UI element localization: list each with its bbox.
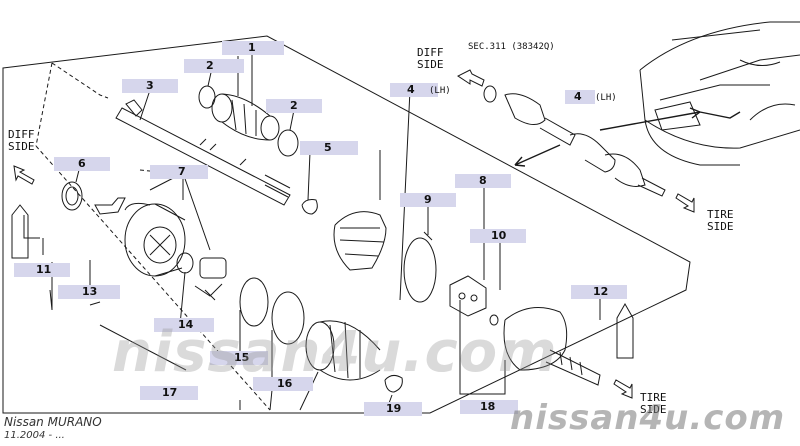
assembly-outline	[2, 35, 691, 414]
ring-15	[239, 277, 269, 327]
diff-arrow-left	[13, 165, 35, 185]
snap-ring-5	[301, 199, 318, 215]
diff-arrow-top	[457, 69, 485, 87]
callout-18[interactable]: 18	[460, 400, 518, 414]
section-reference: SEC.311 (38342Q)	[468, 42, 555, 52]
callout-11[interactable]: 11	[14, 263, 70, 277]
footer-model: Nissan MURANO	[4, 415, 102, 429]
callout-9[interactable]: 9	[400, 193, 456, 207]
direction-arrows	[13, 69, 695, 399]
grease-11	[11, 204, 29, 259]
boot-lower	[305, 320, 381, 381]
boot-9	[333, 211, 437, 303]
callout-14[interactable]: 14	[154, 318, 214, 332]
inner-race	[449, 275, 499, 326]
ring-14	[176, 252, 194, 274]
callout-10[interactable]: 10	[470, 229, 526, 243]
callout-5[interactable]: 5	[300, 141, 358, 155]
tire-arrow-bottom	[613, 379, 633, 399]
callout-6[interactable]: 6	[54, 157, 110, 171]
pointer-arrows	[514, 107, 741, 167]
callout-19[interactable]: 19	[364, 402, 422, 416]
callout-1[interactable]: 1	[222, 41, 284, 55]
clip-19	[384, 374, 403, 393]
tripod-joint	[194, 257, 227, 301]
callout-3[interactable]: 3	[122, 79, 178, 93]
joint-housing	[94, 197, 186, 277]
drive-shaft-lh	[483, 85, 666, 197]
clamp-2b	[277, 129, 299, 157]
diff-side-label-left: DIFF SIDE	[8, 128, 35, 153]
vehicle-illustration	[639, 21, 800, 166]
callout-8[interactable]: 8	[455, 174, 511, 188]
callout-2b[interactable]: 2	[266, 99, 322, 113]
callout-12[interactable]: 12	[571, 285, 627, 299]
callout-4-small[interactable]: 4	[565, 90, 595, 104]
callout-7[interactable]: 7	[150, 165, 208, 179]
callout-16[interactable]: 16	[253, 377, 313, 391]
ring-16	[271, 291, 305, 345]
tire-arrow-top	[675, 193, 695, 213]
tire-side-label-top: TIRE SIDE	[707, 208, 734, 233]
outer-joint	[503, 307, 601, 386]
watermark-corner: nissan4u.com	[510, 398, 786, 438]
watermark-center: nissan4u.com	[112, 320, 558, 385]
lh-label-main: (LH)	[429, 86, 451, 96]
diff-side-label-top: DIFF SIDE	[417, 46, 444, 71]
callout-13[interactable]: 13	[58, 285, 120, 299]
lh-label-small: (LH)	[595, 93, 617, 103]
clamp-2a	[198, 85, 216, 109]
callout-4-main[interactable]: 4	[390, 83, 438, 97]
callout-17[interactable]: 17	[140, 386, 198, 400]
grease-12	[616, 302, 634, 359]
inner-dashed-frame	[35, 62, 271, 411]
callout-15[interactable]: 15	[210, 351, 268, 365]
boot-1	[211, 93, 280, 141]
tire-side-label-bottom: TIRE SIDE	[640, 391, 667, 416]
shaft-3	[115, 99, 291, 206]
callout-2a[interactable]: 2	[184, 59, 244, 73]
footer-date: 11.2004 - ...	[4, 430, 65, 441]
seal-6	[61, 181, 83, 211]
